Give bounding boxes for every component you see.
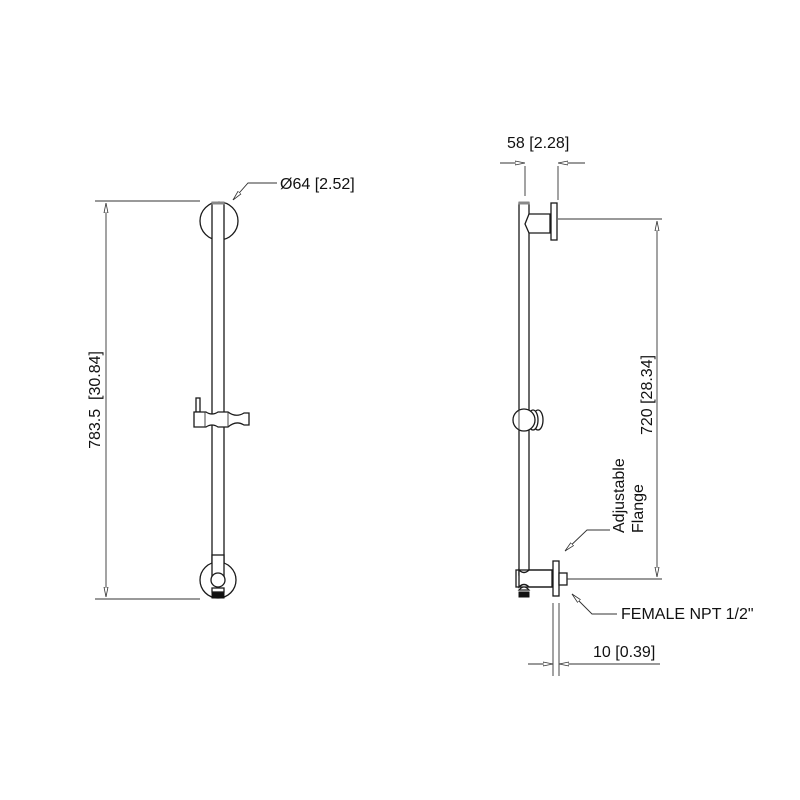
- adjustable-label-line2: Flange: [630, 484, 647, 533]
- side-outlet-thread: [518, 591, 530, 598]
- flange-diameter-label: Ø64 [2.52]: [280, 176, 355, 193]
- side-slide-bar: [518, 202, 530, 576]
- handset-holder: [193, 397, 250, 428]
- projection-label: 58 [2.28]: [507, 135, 569, 152]
- slide-bar: [211, 202, 225, 594]
- side-top-flange: [550, 202, 558, 241]
- connection-label: FEMALE NPT 1/2": [621, 606, 754, 623]
- wall-offset-label: 10 [0.39]: [593, 644, 655, 661]
- side-view: 58 [2.28] 720 [28.34] Adjustable Flange …: [500, 135, 754, 676]
- adjustable-label-line1: Adjustable: [611, 458, 628, 533]
- overall-height-label: 783.5 [30.84]: [87, 351, 104, 449]
- bar-top-cap: [211, 201, 225, 205]
- mount-spacing-label: 720 [28.34]: [639, 355, 656, 435]
- outlet-thread: [211, 591, 225, 599]
- side-handset-holder: [512, 408, 544, 432]
- outlet-circle: [210, 572, 226, 588]
- front-view: 783.5 [30.84] Ø64 [2.52]: [87, 176, 355, 600]
- side-bottom-flange: [552, 560, 560, 597]
